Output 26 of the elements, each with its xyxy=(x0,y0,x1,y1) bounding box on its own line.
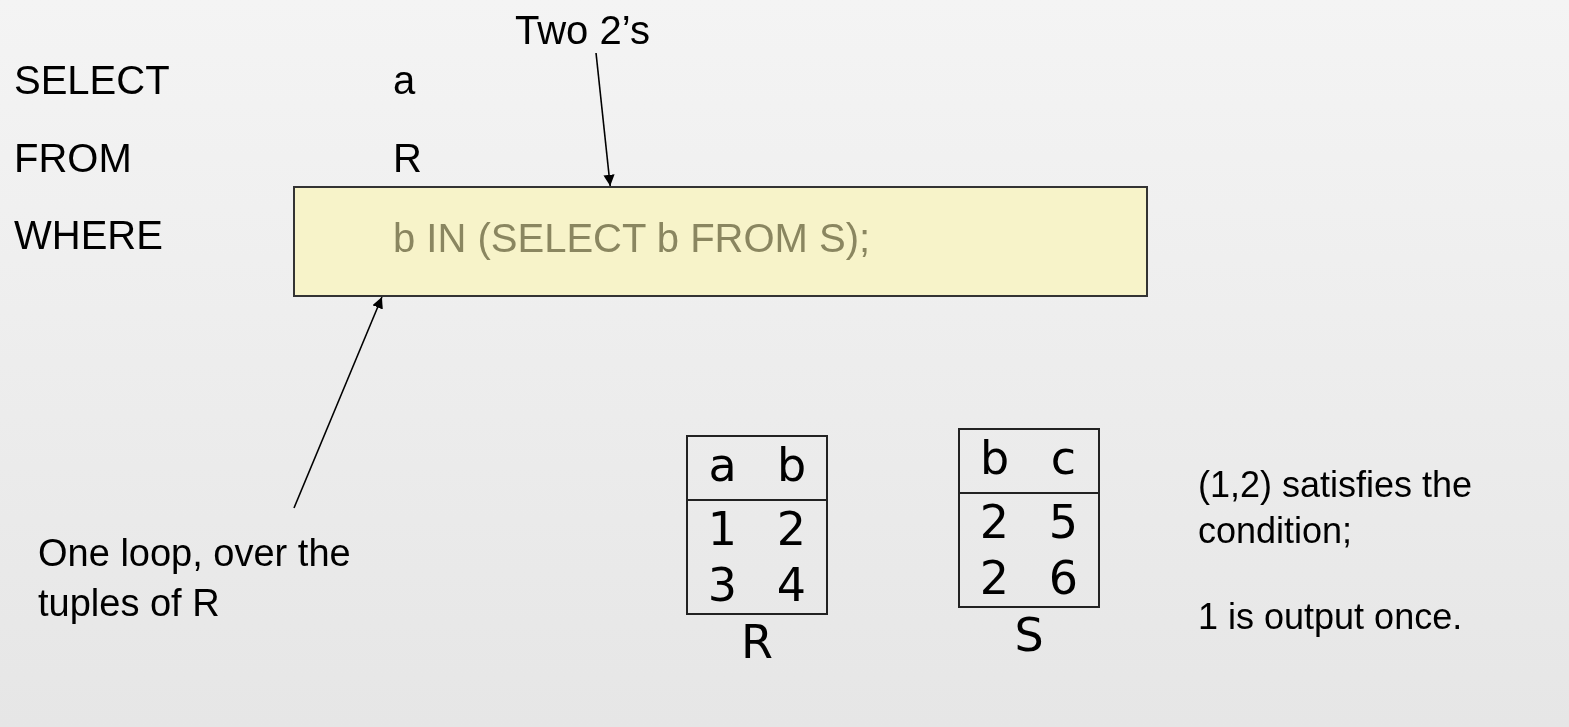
column-name: a xyxy=(393,58,416,103)
column-header: a xyxy=(687,436,757,500)
sql-keyword: FROM xyxy=(14,136,132,181)
table-caption: R xyxy=(741,615,773,669)
table-cell: 2 xyxy=(757,500,827,557)
table-cell: 6 xyxy=(1029,550,1099,607)
table-cell: 1 xyxy=(687,500,757,557)
table-cell: 2 xyxy=(959,493,1029,550)
arrow xyxy=(595,52,615,187)
table-cell: 5 xyxy=(1029,493,1099,550)
column-header: b xyxy=(959,429,1029,493)
note-text: 1 is output once. xyxy=(1198,596,1463,638)
annotation-text: One loop, over the tuples of R xyxy=(38,508,358,628)
highlight-box: b IN (SELECT b FROM S); xyxy=(293,186,1148,297)
column-header: c xyxy=(1029,429,1099,493)
table-caption: S xyxy=(1014,608,1044,662)
sql-keyword: SELECT xyxy=(14,58,170,103)
sql-keyword: WHERE xyxy=(14,213,163,258)
annotation-text: Two 2’s xyxy=(515,8,690,53)
table-cell: 3 xyxy=(687,557,757,614)
note-text: (1,2) satisfies the condition; xyxy=(1198,463,1474,553)
table-cell: 2 xyxy=(959,550,1029,607)
relation-name: R xyxy=(393,136,422,181)
arrow xyxy=(293,296,383,509)
column-header: b xyxy=(757,436,827,500)
table-cell: 4 xyxy=(757,557,827,614)
